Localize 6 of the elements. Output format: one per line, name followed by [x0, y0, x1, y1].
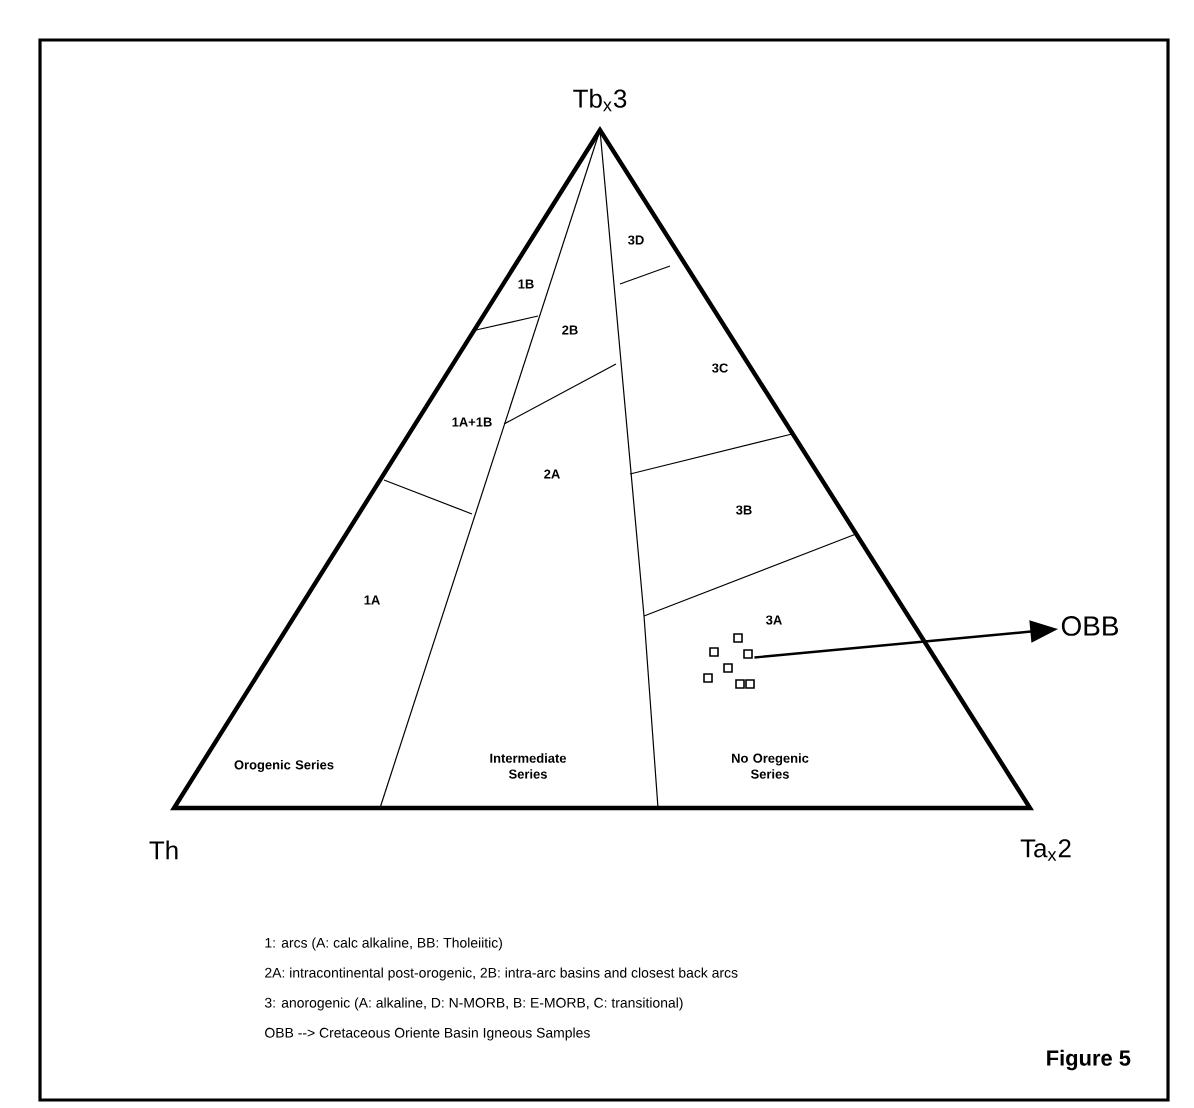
vertex-label: Th — [149, 840, 178, 860]
node-label: OBB — [1061, 616, 1118, 636]
sample-points — [703, 633, 755, 689]
figure-label: Figure 5 — [1047, 1049, 1131, 1071]
vertex-label: Ta$_{x}$2 — [1020, 839, 1071, 861]
vertex-label: Tb$_{x}$3 — [573, 88, 627, 112]
